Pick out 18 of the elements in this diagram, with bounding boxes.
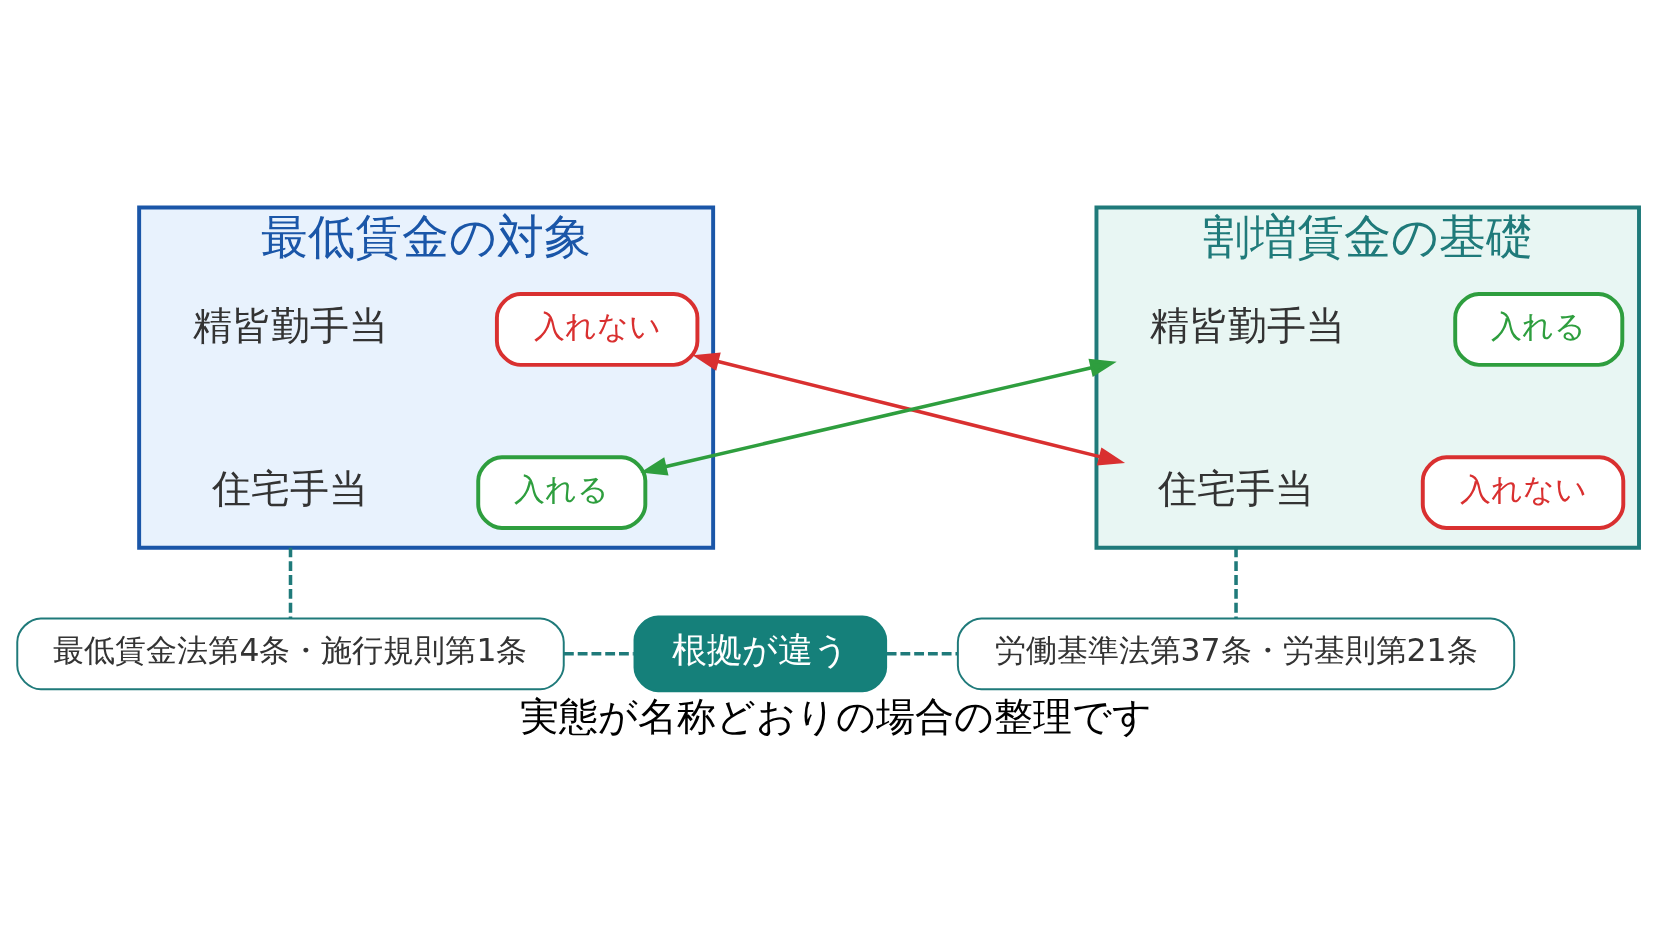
caption: 実態が名称どおりの場合の整理です: [520, 693, 1152, 739]
node-box: 入れる: [1453, 291, 1625, 367]
arrow: [692, 352, 1126, 466]
node-text: 住宅手当: [212, 465, 369, 511]
connector: [1234, 547, 1238, 618]
node-box: 入れる: [476, 454, 648, 530]
node-box: 根拠が違う: [633, 615, 888, 692]
connector: [288, 547, 293, 618]
node-box: 労働基準法第37条・労基則第21条: [956, 616, 1516, 690]
node-box: 入れない: [1420, 454, 1626, 530]
node-text: 住宅手当: [1158, 465, 1315, 511]
connector: [886, 651, 958, 656]
node-text: 精皆勤手当: [193, 302, 388, 348]
arrow: [640, 358, 1117, 475]
node-text: 精皆勤手当: [1150, 302, 1346, 348]
connector: [563, 651, 634, 656]
node-box: 最低賃金法第4条・施行規則第1条: [16, 616, 565, 690]
node-box: 入れない: [494, 291, 700, 367]
